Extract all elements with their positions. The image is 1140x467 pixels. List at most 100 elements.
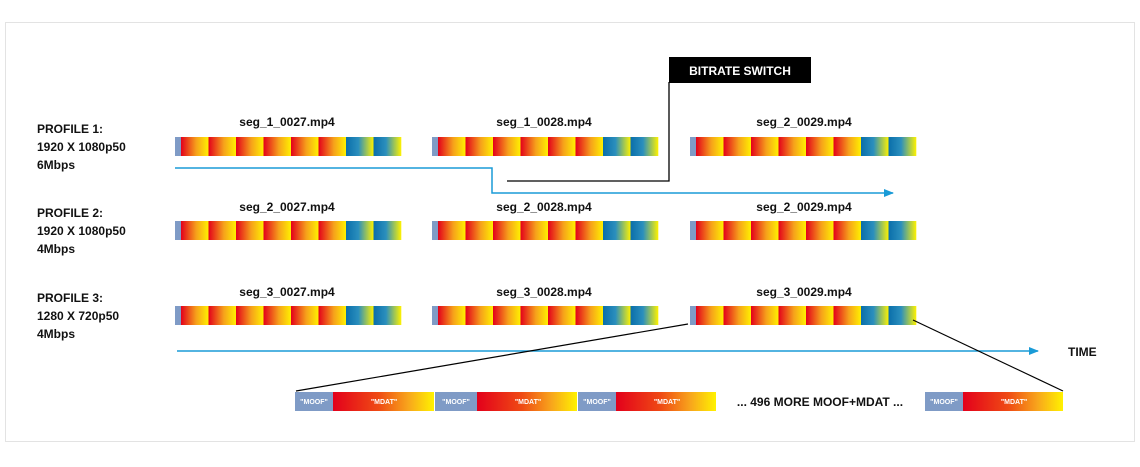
segment-fragment-cell — [318, 306, 347, 325]
segment-label-p1-s1: seg_1_0027.mp4 — [239, 115, 335, 129]
segment-fragment-cell — [236, 137, 264, 156]
segment-fragment-cell — [575, 221, 604, 240]
moof-box — [295, 392, 333, 411]
segment-fragment-cell — [778, 221, 807, 240]
segment-fragment-cell — [520, 221, 549, 240]
profile-1-name: PROFILE 1: — [37, 122, 103, 136]
segment-fragment-cell — [181, 137, 209, 156]
segment-bar — [432, 137, 659, 156]
profile-1-bitrate: 6Mbps — [37, 158, 75, 172]
segment-fragment-cell — [291, 221, 319, 240]
segment-fragment-cell — [236, 221, 264, 240]
segment-moof-cell — [175, 221, 181, 240]
segment-fragment-cell — [438, 137, 466, 156]
mdat-box — [616, 392, 716, 411]
zoom-line-right — [912, 319, 1064, 392]
mdat-label: "MDAT" — [515, 399, 541, 406]
segment-fragment-cell — [438, 306, 466, 325]
segment-fragment-cell — [493, 306, 521, 325]
mdat-label: "MDAT" — [654, 399, 680, 406]
fragment-strip: "MOOF" "MDAT" "MOOF" "MDAT" "MOOF" "MDAT… — [295, 392, 1063, 411]
profile-3-name: PROFILE 3: — [37, 291, 103, 305]
segment-label-p3-s3: seg_3_0029.mp4 — [756, 285, 852, 299]
zoom-line-left — [295, 323, 689, 392]
segment-fragment-cell — [888, 306, 917, 325]
segment-fragment-cell — [603, 306, 631, 325]
segment-fragment-cell — [465, 306, 494, 325]
segment-fragment-cell — [603, 221, 631, 240]
segment-bar — [690, 306, 917, 325]
segment-fragment-cell — [751, 221, 779, 240]
segment-fragment-cell — [548, 306, 576, 325]
segment-fragment-cell — [208, 306, 237, 325]
segment-moof-cell — [690, 306, 696, 325]
moof-label: "MOOF" — [583, 399, 611, 406]
mdat-label: "MDAT" — [1001, 399, 1027, 406]
segment-label-p2-s3: seg_2_0029.mp4 — [756, 200, 852, 214]
segment-fragment-cell — [806, 137, 834, 156]
profile-2-resolution: 1920 X 1080p50 — [37, 224, 126, 238]
segment-bar — [175, 306, 402, 325]
segment-moof-cell — [690, 221, 696, 240]
segment-fragment-cell — [833, 137, 862, 156]
segment-fragment-cell — [181, 221, 209, 240]
segment-fragment-cell — [751, 137, 779, 156]
bitrate-switch-label: BITRATE SWITCH — [689, 64, 791, 78]
segment-label-p1-s3: seg_2_0029.mp4 — [756, 115, 852, 129]
segment-fragment-cell — [888, 137, 917, 156]
segment-moof-cell — [432, 306, 438, 325]
segment-moof-cell — [175, 137, 181, 156]
segment-bar — [175, 137, 402, 156]
segment-fragment-cell — [263, 306, 292, 325]
bitrate-switch-leader-line — [507, 82, 670, 182]
segment-fragment-cell — [778, 306, 807, 325]
more-fragments-label: ... 496 MORE MOOF+MDAT ... — [737, 395, 903, 409]
segment-label-p1-s2: seg_1_0028.mp4 — [496, 115, 592, 129]
segment-bar — [432, 221, 659, 240]
segment-fragment-cell — [575, 137, 604, 156]
segment-fragment-cell — [696, 221, 724, 240]
segment-fragment-cell — [861, 306, 889, 325]
segment-bar — [175, 221, 402, 240]
segment-fragment-cell — [778, 137, 807, 156]
segment-fragment-cell — [723, 137, 752, 156]
segment-fragment-cell — [493, 221, 521, 240]
moof-box — [925, 392, 963, 411]
segment-fragment-cell — [465, 137, 494, 156]
segment-moof-cell — [432, 137, 438, 156]
segment-bar — [432, 306, 659, 325]
segment-label-p2-s1: seg_2_0027.mp4 — [239, 200, 335, 214]
segment-fragment-cell — [575, 306, 604, 325]
mdat-box — [477, 392, 577, 411]
profile-1-resolution: 1920 X 1080p50 — [37, 140, 126, 154]
segment-fragment-cell — [493, 137, 521, 156]
profile-2-name: PROFILE 2: — [37, 206, 103, 220]
segment-fragment-cell — [208, 221, 237, 240]
segment-fragment-cell — [696, 306, 724, 325]
profile-3-bitrate: 4Mbps — [37, 327, 75, 341]
mdat-box — [963, 392, 1063, 411]
segment-fragment-cell — [833, 306, 862, 325]
time-label: TIME — [1068, 345, 1097, 359]
segment-fragment-cell — [520, 137, 549, 156]
playback-path-arrow — [175, 167, 894, 197]
segment-fragment-cell — [861, 137, 889, 156]
segment-bars — [175, 137, 917, 325]
segment-fragment-cell — [346, 306, 374, 325]
segment-fragment-cell — [373, 221, 402, 240]
segment-fragment-cell — [630, 306, 659, 325]
segment-fragment-cell — [603, 137, 631, 156]
segment-fragment-cell — [318, 221, 347, 240]
segment-fragment-cell — [548, 137, 576, 156]
segment-fragment-cell — [236, 306, 264, 325]
bitrate-switch-box — [669, 57, 811, 83]
segment-fragment-cell — [263, 137, 292, 156]
segment-label-p2-s2: seg_2_0028.mp4 — [496, 200, 592, 214]
segment-fragment-cell — [696, 137, 724, 156]
segment-label-p3-s2: seg_3_0028.mp4 — [496, 285, 592, 299]
segment-fragment-cell — [465, 221, 494, 240]
segment-bar — [690, 221, 917, 240]
profile-3-resolution: 1280 X 720p50 — [37, 309, 119, 323]
moof-label: "MOOF" — [930, 399, 958, 406]
